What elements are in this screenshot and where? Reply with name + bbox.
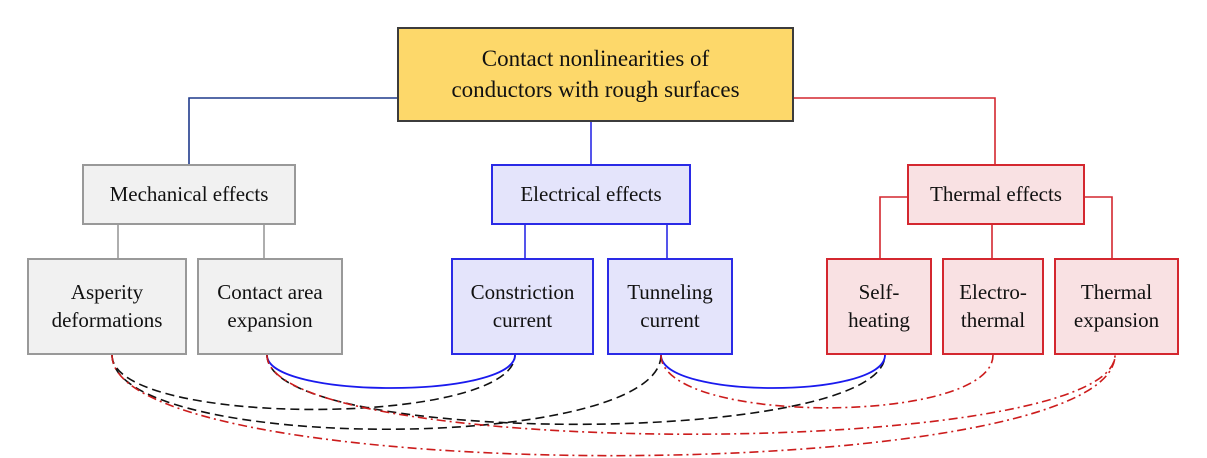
coupling-asperity-tunneling — [111, 354, 662, 431]
node-contact-area-expansion: Contact area expansion — [197, 258, 343, 355]
group-electrical-effects: Electrical effects — [491, 164, 691, 225]
node-label: Constriction current — [470, 279, 575, 332]
group-label: Thermal effects — [930, 181, 1062, 206]
coupling-asperity-thermal-expansion — [111, 354, 1116, 457]
node-self-heating: Self- heating — [826, 258, 932, 355]
group-mechanical-effects: Mechanical effects — [82, 164, 296, 225]
root-node: Contact nonlinearities of conductors wit… — [397, 27, 794, 122]
coupling-contact-area-constriction — [266, 354, 516, 389]
link-root-mechanical — [188, 97, 397, 164]
coupling-tunneling-electro-thermal — [660, 354, 994, 409]
node-label: Asperity deformations — [51, 279, 163, 332]
node-label: Contact area expansion — [217, 279, 323, 332]
link-thermal-thermal-expansion — [1085, 196, 1113, 258]
coupling-asperity-constriction — [111, 354, 516, 411]
tree-links — [117, 97, 1113, 258]
coupling-tunneling-self-heating — [660, 354, 886, 389]
node-label: Electro- thermal — [959, 279, 1027, 332]
coupling-contact-area-thermal-expansion — [266, 354, 1116, 435]
node-label: Thermal expansion — [1073, 279, 1160, 332]
group-thermal-effects: Thermal effects — [907, 164, 1085, 225]
root-label: Contact nonlinearities of conductors wit… — [451, 46, 740, 102]
node-label: Tunneling current — [627, 279, 713, 332]
group-label: Mechanical effects — [109, 181, 269, 206]
link-thermal-self-heating — [879, 196, 907, 258]
coupling-contact-area-self-heating — [266, 354, 886, 426]
node-constriction-current: Constriction current — [451, 258, 594, 355]
node-electro-thermal: Electro- thermal — [942, 258, 1044, 355]
link-root-thermal — [794, 97, 996, 164]
node-tunneling-current: Tunneling current — [607, 258, 733, 355]
node-label: Self- heating — [848, 279, 910, 332]
group-label: Electrical effects — [520, 181, 662, 206]
coupling-links — [111, 354, 1116, 457]
node-thermal-expansion: Thermal expansion — [1054, 258, 1179, 355]
node-asperity-deformations: Asperity deformations — [27, 258, 187, 355]
